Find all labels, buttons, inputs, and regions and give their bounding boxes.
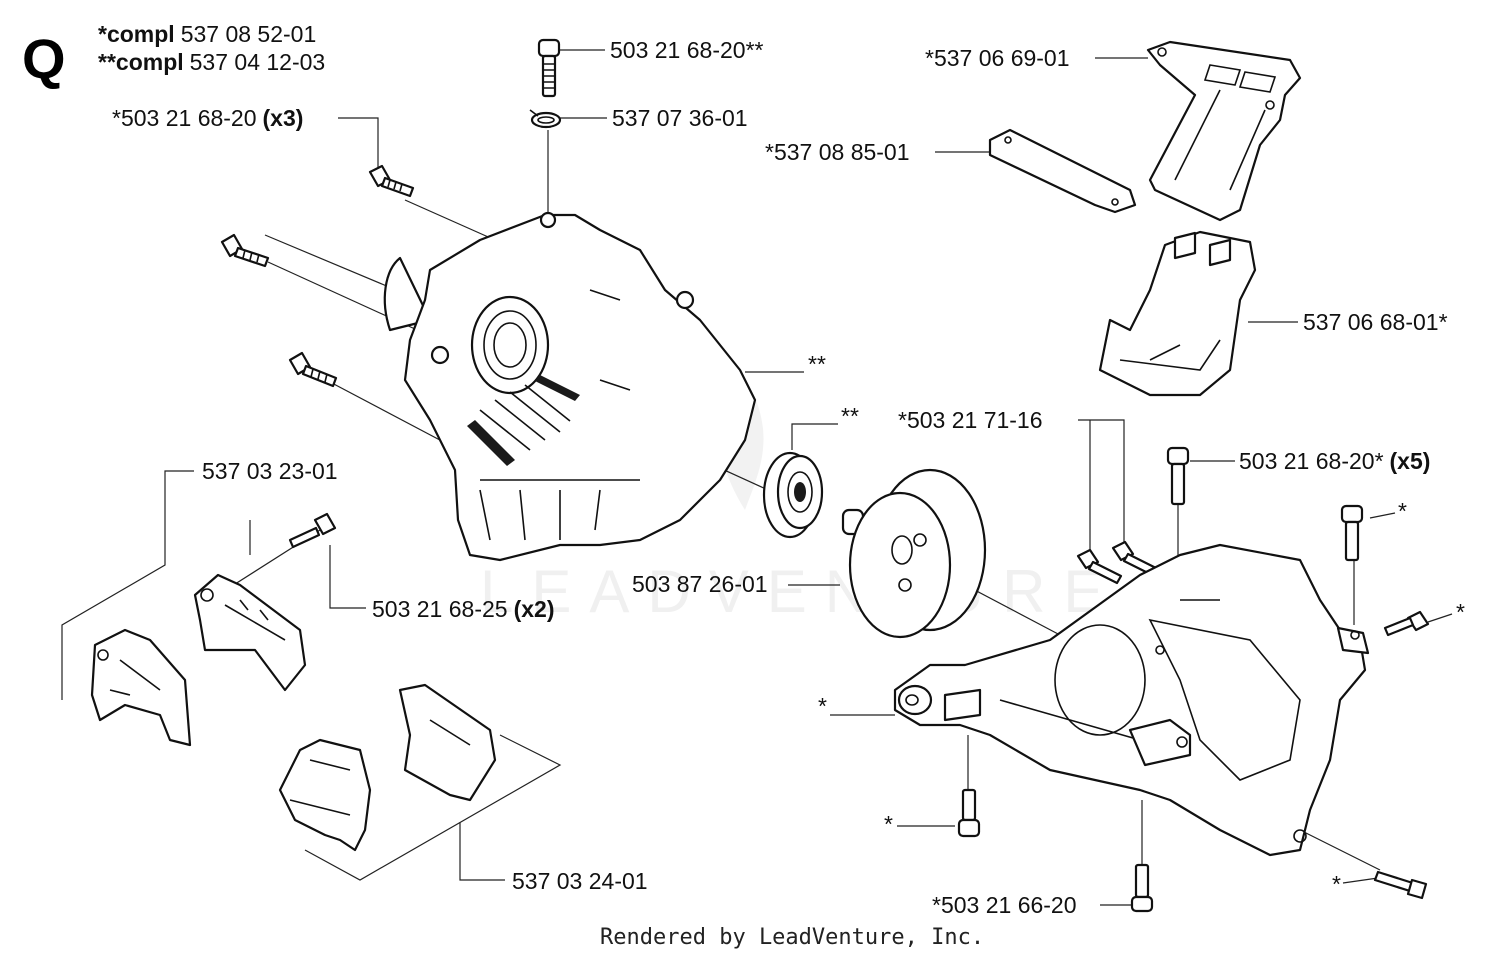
clamp-upper-b-icon [193,573,307,692]
watermark-text: LEADVENTURE [480,558,1121,625]
clamp-lower-b-icon [398,683,497,802]
label-star-right-top: * [1398,498,1407,524]
label-cover-bottom: 537 06 68-01* [1303,309,1448,335]
label-star-left-low: * [884,811,893,837]
clutch-drum-icon [841,468,987,639]
label-housing-marker: ** [808,351,826,377]
screw-right-top-icon [1340,504,1364,562]
screw-x3-icon [368,164,415,198]
gasket-icon [988,128,1137,214]
clamp-lower-a-icon [278,738,372,852]
clamp-upper-a-icon [90,628,192,747]
watermark: LEADVENTURE [480,370,1121,625]
crankcase-icon [893,543,1370,857]
label-clutch-drum: 503 87 26-01 [632,571,768,597]
screw-bottom-icon [1130,863,1154,913]
screw-pair-a-icon [1076,548,1123,585]
screw-top-icon [537,38,561,98]
screw-left-low-icon [957,788,981,838]
label-star-right-mid: * [1456,599,1465,625]
label-ring: 537 07 36-01 [612,105,748,131]
bearing-icon [762,451,824,539]
section-letter: Q [22,27,66,90]
label-screw-pair: *503 21 71-16 [898,407,1043,433]
callout-labels: 503 21 68-20** 537 07 36-01 *503 21 68-2… [112,37,1465,918]
cover-bottom-icon [1098,230,1257,397]
screw-x3-c-icon [288,351,338,388]
label-clamp-upper: 537 03 23-01 [202,458,338,484]
screw-x2-icon [288,512,337,549]
screw-right-mid-icon [1383,610,1430,637]
label-screw-x2: 503 21 68-25(x2) [372,596,554,622]
label-screw-x3: *503 21 68-20(x3) [112,105,303,131]
screw-x3-b-icon [220,233,270,268]
label-screw-top: 503 21 68-20** [610,37,764,63]
label-star-right-low: * [1332,871,1341,897]
label-cover-top: *537 06 69-01 [925,45,1070,71]
footer-credit: Rendered by LeadVenture, Inc. [600,925,984,950]
cover-top-icon [1146,40,1302,222]
screw-x5-icon [1166,446,1190,506]
label-screw-x5: 503 21 68-20*(x5) [1239,448,1430,474]
screw-right-low-icon [1373,870,1428,900]
label-screw-bottom: *503 21 66-20 [932,892,1077,918]
label-clamp-lower: 537 03 24-01 [512,868,648,894]
clutch-housing-icon [383,211,757,562]
label-star-left-mid: * [818,693,827,719]
label-bearing-marker: ** [841,403,859,429]
retaining-ring-icon [529,109,562,129]
label-gasket: *537 08 85-01 [765,139,910,165]
